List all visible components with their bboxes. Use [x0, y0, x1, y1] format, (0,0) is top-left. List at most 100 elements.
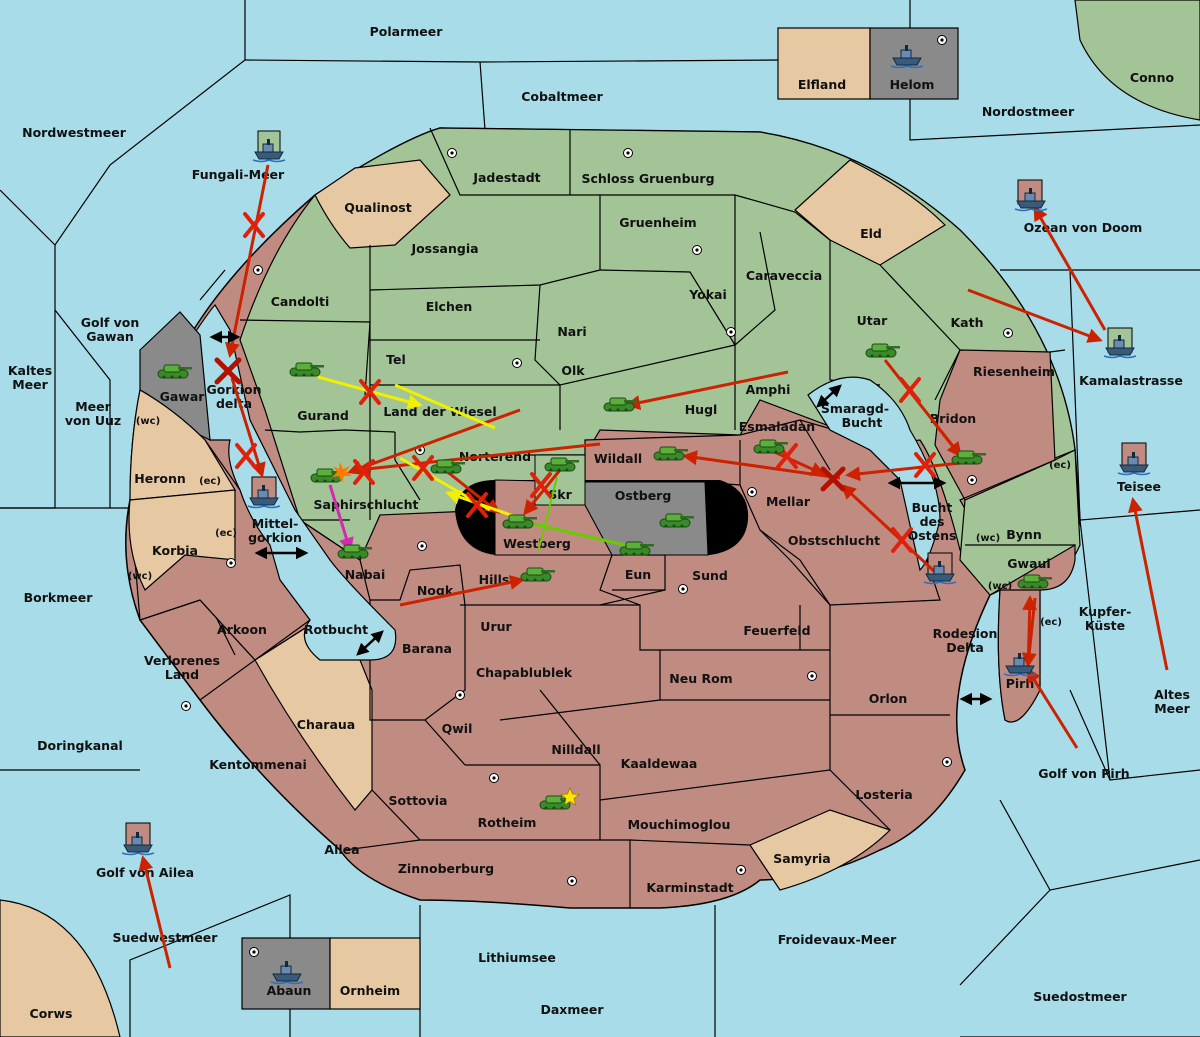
label-abaun: Abaun	[267, 983, 312, 998]
label-ostberg: Ostberg	[615, 488, 672, 503]
province-corws[interactable]	[0, 899, 121, 1037]
coast-wc-bynn: (wc)	[976, 533, 1000, 544]
label-korbia: Korbia	[152, 543, 198, 558]
label-qwil: Qwil	[442, 721, 473, 736]
sea-labels: Polarmeer Cobaltmeer Nordwestmeer Nordos…	[8, 24, 1191, 1021]
label-gawar: Gawar	[160, 389, 206, 404]
label-helom: Helom	[890, 77, 935, 92]
label-zinnoberburg: Zinnoberburg	[398, 861, 494, 876]
label-kaaldewaa: Kaaldewaa	[621, 756, 698, 771]
coast-ec-bynn: (ec)	[1049, 460, 1071, 471]
label-tel: Tel	[386, 352, 406, 367]
label-saphirschlucht: Saphirschlucht	[314, 497, 419, 512]
label-obstschlucht: Obstschlucht	[788, 533, 880, 548]
label-borkmeer: Borkmeer	[24, 590, 94, 605]
label-gruenheim: Gruenheim	[619, 215, 696, 230]
coast-wc-gwaul: (wc)	[988, 581, 1012, 592]
label-elfland: Elfland	[798, 77, 846, 92]
label-kath: Kath	[951, 315, 984, 330]
label-smaragd-1: Smaragd-	[821, 401, 889, 416]
label-barana: Barana	[402, 641, 452, 656]
label-golf-von-ailea: Golf von Ailea	[96, 865, 194, 880]
label-westberg: Westberg	[503, 536, 571, 551]
province-korbia[interactable]	[128, 489, 236, 591]
label-nordostmeer: Nordostmeer	[982, 104, 1075, 119]
label-golf-von-pirh: Golf von Pirh	[1038, 766, 1129, 781]
label-kaltes-2: Meer	[12, 377, 48, 392]
label-suedwestmeer: Suedwestmeer	[113, 930, 219, 945]
label-utar: Utar	[857, 313, 889, 328]
province-gwaul[interactable]	[989, 543, 1076, 596]
label-ozean-von-doom: Ozean von Doom	[1024, 220, 1143, 235]
coast-ec-heronn: (ec)	[199, 476, 221, 487]
label-altes-2: Meer	[1154, 701, 1190, 716]
coast-ec-korbia: (ec)	[215, 528, 237, 539]
label-rodesion-2: Delta	[946, 640, 984, 655]
label-doringkanal: Doringkanal	[37, 738, 123, 753]
label-teisee: Teisee	[1117, 479, 1161, 494]
flag-squares	[125, 130, 1147, 848]
dislodged-marks	[214, 357, 846, 492]
label-bridon: Bridon	[930, 411, 976, 426]
label-charaua: Charaua	[297, 717, 355, 732]
province-ornheim[interactable]	[329, 937, 421, 1010]
label-bucht-3: Ostens	[908, 528, 957, 543]
label-froidevaux-meer: Froidevaux-Meer	[778, 932, 897, 947]
label-riesenheim: Riesenheim	[973, 364, 1055, 379]
label-sottovia: Sottovia	[389, 793, 448, 808]
label-jadestadt: Jadestadt	[472, 170, 540, 185]
label-gwaul: Gwaul	[1007, 556, 1050, 571]
label-bucht-1: Bucht	[912, 500, 953, 515]
province-qualinost[interactable]	[314, 159, 451, 249]
label-conno: Conno	[1130, 70, 1175, 85]
label-eun: Eun	[625, 567, 651, 582]
label-samyria: Samyria	[773, 851, 831, 866]
label-pirh: Pirh	[1006, 676, 1035, 691]
label-sund: Sund	[692, 568, 728, 583]
label-chapablublek: Chapablublek	[476, 665, 573, 680]
label-arkoon: Arkoon	[217, 622, 267, 637]
label-gorkion-2: delta	[216, 396, 252, 411]
coast-ec-gwaul: (ec)	[1040, 617, 1062, 628]
label-mittel-1: Mittel-	[252, 516, 299, 531]
label-yokai: Yokai	[688, 287, 727, 302]
label-nogk: Nogk	[417, 583, 454, 598]
label-feuerfeld: Feuerfeld	[743, 623, 810, 638]
label-orlon: Orlon	[869, 691, 908, 706]
label-nilldall: Nilldall	[551, 742, 600, 757]
label-heronn: Heronn	[134, 471, 186, 486]
label-golf-von-gawan-1: Golf von	[81, 315, 140, 330]
label-hugl: Hugl	[685, 402, 718, 417]
label-eld: Eld	[860, 226, 882, 241]
label-gurand: Gurand	[297, 408, 349, 423]
label-esmaladan: Esmaladan	[739, 419, 815, 434]
coast-wc-heronn: (wc)	[136, 416, 160, 427]
label-uuz-2: von Uuz	[65, 413, 121, 428]
label-verlorenes-1: Verlorenes	[144, 653, 220, 668]
label-jossangia: Jossangia	[410, 241, 478, 256]
province-eld[interactable]	[794, 159, 946, 266]
label-rodesion-1: Rodesion	[933, 626, 998, 641]
label-ornheim: Ornheim	[340, 983, 400, 998]
label-nari: Nari	[557, 324, 586, 339]
label-kupfer-2: Küste	[1085, 618, 1125, 633]
label-kamalastrasse: Kamalastrasse	[1079, 373, 1183, 388]
label-smaragd-2: Bucht	[842, 415, 883, 430]
star-icon	[560, 787, 580, 806]
label-daxmeer: Daxmeer	[540, 1002, 604, 1017]
province-charaua[interactable]	[254, 624, 373, 811]
label-nabai: Nabai	[345, 567, 386, 582]
label-olk: Olk	[561, 363, 585, 378]
label-wildall: Wildall	[594, 451, 642, 466]
label-mittel-2: gorkion	[248, 530, 302, 545]
order-arrows	[138, 164, 1169, 969]
label-cobaltmeer: Cobaltmeer	[521, 89, 603, 104]
label-verlorenes-2: Land	[165, 667, 199, 682]
label-golf-von-gawan-2: Gawan	[86, 329, 134, 344]
label-bucht-2: des	[920, 514, 945, 529]
province-elfland[interactable]	[777, 27, 871, 100]
label-uuz-1: Meer	[75, 399, 111, 414]
coast-labels: (wc) (ec) (ec) (wc) (ec) (wc) (wc) (ec)	[128, 416, 1071, 628]
label-mellar: Mellar	[766, 494, 811, 509]
